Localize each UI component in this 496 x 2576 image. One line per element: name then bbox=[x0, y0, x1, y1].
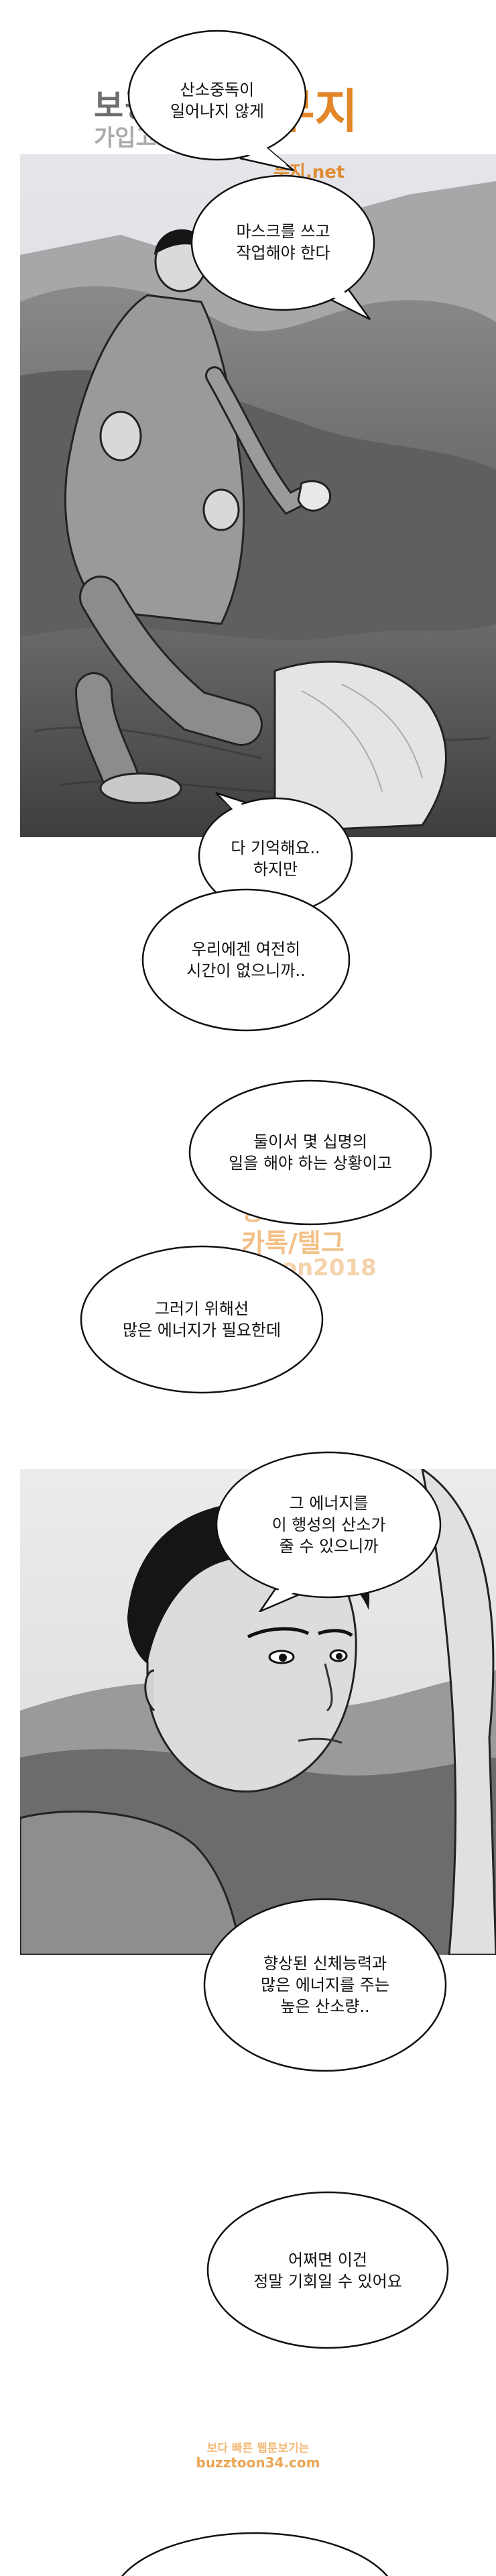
speech-bubble-8: 향상된 신체능력과 많은 에너지를 주는 높은 산소량.. bbox=[201, 1895, 449, 2075]
speech-bubble-9: 어쩌면 이건 정말 기회일 수 있어요 bbox=[204, 2188, 451, 2353]
speech-bubble-6-line-2: 많은 에너지가 필요한데 bbox=[122, 1321, 282, 1340]
speech-bubble-2: 마스크를 쓰고 작업해야 한다 bbox=[188, 168, 379, 325]
speech-bubble-3-line-2: 하지만 bbox=[253, 860, 298, 879]
speech-bubble-partial-shape bbox=[121, 2532, 389, 2576]
speech-bubble-5: 둘이서 몇 십명의 일을 해야 하는 상황이고 bbox=[186, 1077, 434, 1228]
speech-bubble-3: 다 기억해요.. 하지만 bbox=[196, 792, 355, 918]
speech-bubble-9-text: 어쩌면 이건 정말 기회일 수 있어요 bbox=[204, 2188, 451, 2353]
speech-bubble-4-line-1: 우리에겐 여전히 bbox=[191, 940, 301, 959]
speech-bubble-8-line-2: 많은 에너지를 주는 bbox=[261, 1976, 389, 1994]
watermark-ad-line2: 카톡/텔그 bbox=[241, 1228, 345, 1258]
speech-bubble-8-line-1: 향상된 신체능력과 bbox=[263, 1954, 387, 1973]
speech-bubble-9-line-1: 어쩌면 이건 bbox=[288, 2250, 368, 2269]
watermark-bottom-line1: 보다 빠른 웹툰보기는 bbox=[206, 2442, 310, 2455]
speech-bubble-9-shape bbox=[206, 2191, 449, 2349]
speech-bubble-1: 산소중독이 일어나지 않게 bbox=[126, 27, 308, 174]
speech-bubble-4-shape bbox=[141, 888, 351, 1032]
speech-bubble-2-text: 마스크를 쓰고 작업해야 한다 bbox=[188, 168, 379, 317]
speech-bubble-1-line-2: 일어나지 않게 bbox=[170, 102, 265, 121]
speech-bubble-5-line-1: 둘이서 몇 십명의 bbox=[253, 1132, 367, 1151]
speech-bubble-2-line-2: 작업해야 한다 bbox=[236, 244, 330, 262]
speech-bubble-3-shape bbox=[198, 792, 353, 915]
speech-bubble-7-text: 그 에너지를 이 행성의 산소가 줄 수 있으니까 bbox=[213, 1448, 444, 1602]
speech-bubble-1-text: 산소중독이 일어나지 않게 bbox=[126, 27, 308, 174]
speech-bubble-4: 우리에겐 여전히 시간이 없으니까.. bbox=[139, 885, 353, 1034]
speech-bubble-7-shape bbox=[215, 1451, 442, 1612]
speech-bubble-9-line-2: 정말 기회일 수 있어요 bbox=[253, 2271, 402, 2291]
speech-bubble-6: 그러기 위해선 많은 에너지가 필요한데 bbox=[78, 1242, 326, 1397]
speech-bubble-4-text: 우리에겐 여전히 시간이 없으니까.. bbox=[139, 885, 353, 1034]
speech-bubble-7-line-1: 그 에너지를 bbox=[289, 1494, 369, 1513]
speech-bubble-7-line-3: 줄 수 있으니까 bbox=[279, 1537, 379, 1556]
speech-bubble-partial bbox=[107, 2529, 402, 2576]
speech-bubble-2-shape bbox=[190, 174, 375, 321]
speech-bubble-6-shape bbox=[80, 1245, 324, 1394]
speech-bubble-5-shape bbox=[188, 1079, 432, 1226]
speech-bubble-8-shape bbox=[203, 1898, 447, 2072]
speech-bubble-7: 그 에너지를 이 행성의 산소가 줄 수 있으니까 bbox=[213, 1448, 444, 1612]
speech-bubble-3-text: 다 기억해요.. 하지만 bbox=[196, 796, 355, 922]
speech-bubble-3-line-1: 다 기억해요.. bbox=[231, 839, 320, 857]
watermark-bottom-line2: buzztoon34.com bbox=[196, 2455, 320, 2471]
speech-bubble-8-line-3: 높은 산소량.. bbox=[280, 1997, 370, 2016]
speech-bubble-2-line-1: 마스크를 쓰고 bbox=[236, 222, 330, 241]
watermark-bottom-url: 보다 빠른 웹툰보기는 buzztoon34.com bbox=[171, 2438, 345, 2479]
speech-bubble-7-line-2: 이 행성의 산소가 bbox=[271, 1515, 386, 1534]
speech-bubble-6-text: 그러기 위해선 많은 에너지가 필요한데 bbox=[78, 1242, 326, 1397]
speech-bubble-1-shape bbox=[127, 30, 307, 172]
speech-bubble-6-line-1: 그러기 위해선 bbox=[154, 1299, 249, 1318]
speech-bubble-4-line-2: 시간이 없으니까.. bbox=[186, 961, 306, 980]
speech-bubble-8-text: 향상된 신체능력과 많은 에너지를 주는 높은 산소량.. bbox=[201, 1895, 449, 2075]
speech-bubble-1-line-1: 산소중독이 bbox=[180, 80, 255, 99]
speech-bubble-5-line-2: 일을 해야 하는 상황이고 bbox=[229, 1154, 392, 1173]
speech-bubble-5-text: 둘이서 몇 십명의 일을 해야 하는 상황이고 bbox=[186, 1077, 434, 1228]
